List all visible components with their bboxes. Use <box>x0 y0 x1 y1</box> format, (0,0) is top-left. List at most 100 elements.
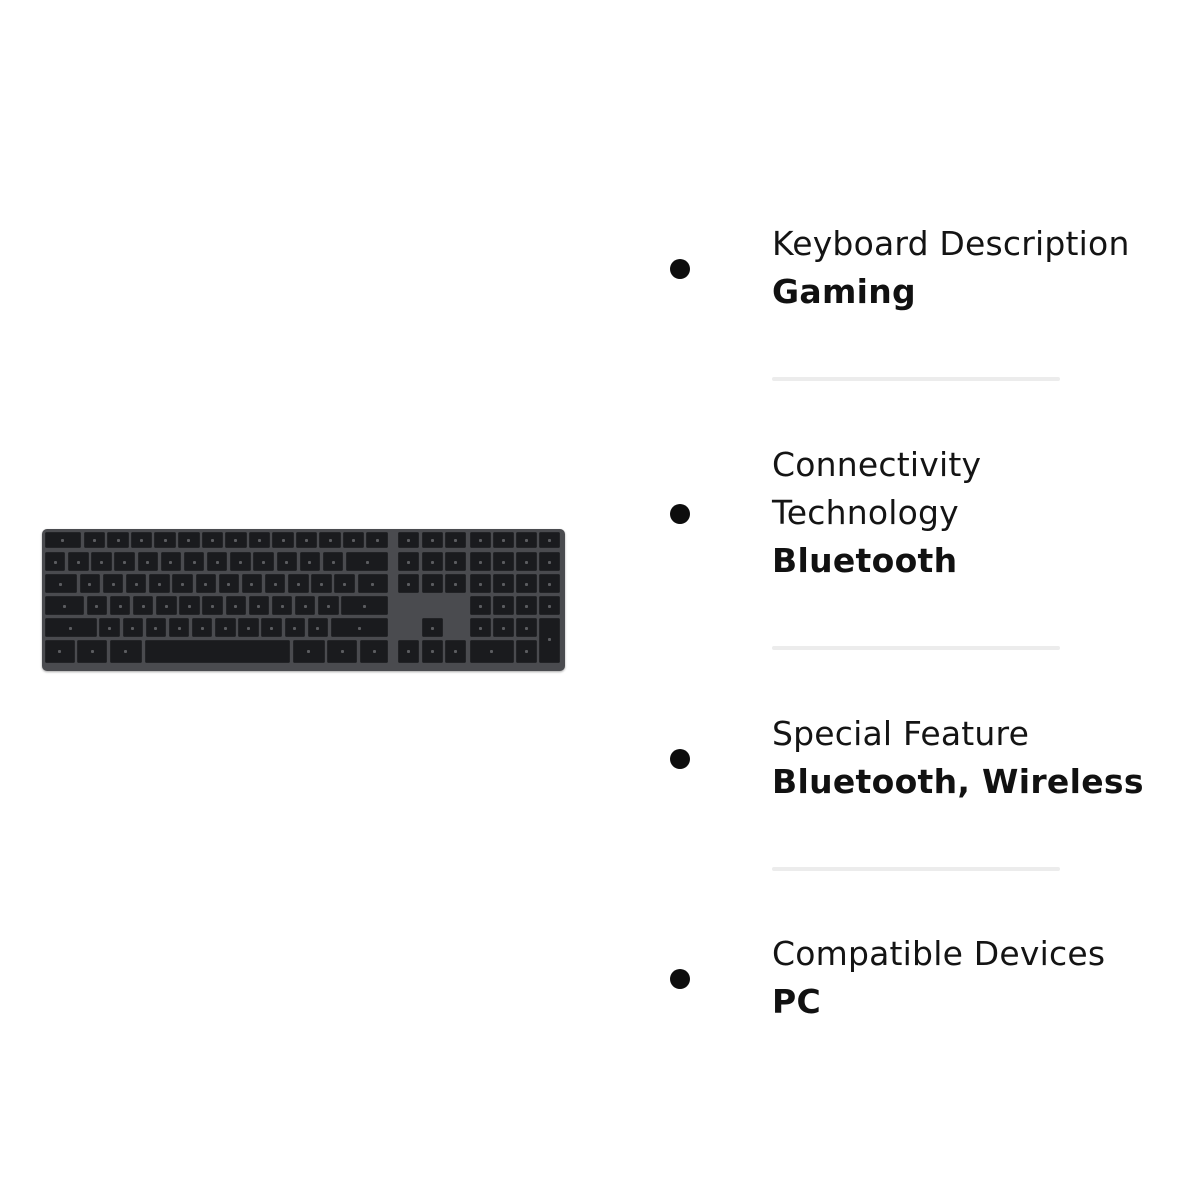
key <box>292 640 325 663</box>
key <box>215 618 236 637</box>
key <box>421 640 443 663</box>
key <box>145 618 167 637</box>
key <box>45 574 77 593</box>
feature-item-special-feature: Special Feature Bluetooth, Wireless <box>772 710 1152 806</box>
divider <box>772 646 1060 650</box>
key <box>421 618 443 637</box>
key <box>299 552 321 571</box>
key <box>241 574 263 593</box>
key <box>202 596 223 615</box>
key <box>295 532 318 548</box>
feature-item-connectivity-technology: Connectivity Technology Bluetooth <box>772 441 1152 585</box>
key <box>311 574 332 593</box>
key <box>470 640 514 663</box>
key <box>183 552 205 571</box>
key <box>516 574 537 593</box>
key <box>126 574 147 593</box>
key <box>264 574 286 593</box>
bullet-icon <box>670 749 690 769</box>
key <box>322 552 344 571</box>
key <box>445 532 466 548</box>
key <box>341 596 389 615</box>
key <box>493 596 514 615</box>
key <box>539 596 560 615</box>
key <box>421 552 443 571</box>
key <box>516 640 537 663</box>
key <box>144 640 290 663</box>
key <box>288 574 309 593</box>
key <box>516 552 537 571</box>
key <box>470 552 491 571</box>
key <box>539 574 560 593</box>
key <box>359 640 389 663</box>
bullet-icon <box>670 969 690 989</box>
key <box>154 532 177 548</box>
key <box>230 552 251 571</box>
key <box>470 618 491 637</box>
key <box>284 618 306 637</box>
key <box>357 574 389 593</box>
key <box>261 618 282 637</box>
key <box>130 532 153 548</box>
key <box>253 552 274 571</box>
key <box>45 532 81 548</box>
key <box>132 596 154 615</box>
feature-item-keyboard-description: Keyboard Description Gaming <box>772 220 1152 316</box>
feature-value: Bluetooth, Wireless <box>772 762 1144 801</box>
key <box>109 596 131 615</box>
key <box>470 574 491 593</box>
key <box>342 532 365 548</box>
key <box>179 596 200 615</box>
key <box>272 532 294 548</box>
key <box>318 596 339 615</box>
key <box>195 574 216 593</box>
divider <box>772 867 1060 871</box>
key <box>493 618 514 637</box>
key <box>177 532 200 548</box>
key <box>445 552 466 571</box>
key <box>99 618 120 637</box>
key <box>398 640 419 663</box>
key <box>45 640 75 663</box>
key <box>156 596 177 615</box>
feature-label: Technology <box>772 493 959 532</box>
key <box>470 532 491 548</box>
key <box>201 532 224 548</box>
key <box>83 532 106 548</box>
key <box>319 532 341 548</box>
key <box>398 574 419 593</box>
key <box>516 532 537 548</box>
key <box>327 640 358 663</box>
key <box>45 552 66 571</box>
key <box>445 640 466 663</box>
key <box>271 596 293 615</box>
key <box>45 618 97 637</box>
key <box>330 618 389 637</box>
key <box>539 618 560 663</box>
key <box>366 532 389 548</box>
key <box>307 618 329 637</box>
bullet-icon <box>670 504 690 524</box>
key <box>248 596 270 615</box>
key <box>114 552 135 571</box>
key <box>160 552 182 571</box>
feature-value: Bluetooth <box>772 541 958 580</box>
key <box>334 574 355 593</box>
key <box>248 532 271 548</box>
key <box>346 552 389 571</box>
feature-label: Keyboard Description <box>772 224 1130 263</box>
key <box>398 552 419 571</box>
keyboard-product-image <box>42 529 565 671</box>
key <box>91 552 112 571</box>
key <box>539 532 560 548</box>
key <box>218 574 240 593</box>
key <box>445 574 466 593</box>
key <box>470 596 491 615</box>
key <box>421 574 443 593</box>
feature-value: Gaming <box>772 272 916 311</box>
key <box>516 618 537 637</box>
key <box>122 618 143 637</box>
key <box>238 618 259 637</box>
key <box>107 532 129 548</box>
